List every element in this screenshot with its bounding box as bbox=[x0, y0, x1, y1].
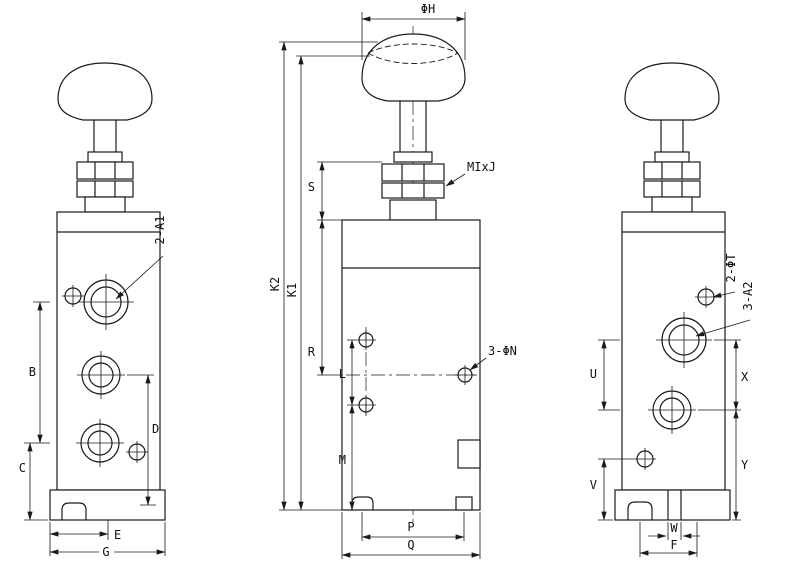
dim-label-B: B bbox=[29, 365, 36, 379]
stem-shoulder bbox=[654, 151, 690, 163]
hex-nut bbox=[643, 180, 701, 198]
collar bbox=[389, 199, 437, 221]
dim-label-Q: Q bbox=[407, 538, 414, 552]
port-bottom bbox=[76, 419, 124, 467]
stem-shoulder bbox=[87, 151, 123, 163]
dim-label-phi-H: ΦH bbox=[421, 2, 435, 16]
dim-label-S: S bbox=[308, 180, 315, 194]
left-view: 2-A1 B C D E G bbox=[19, 62, 167, 559]
dim-label-D: D bbox=[152, 422, 159, 436]
mount-hole bbox=[356, 395, 376, 415]
callout-label-3-phi-N: 3-ΦN bbox=[488, 344, 517, 358]
base-notch bbox=[61, 502, 87, 520]
hole-top-left bbox=[62, 285, 84, 307]
stem-shoulder bbox=[393, 151, 433, 163]
callout-label-2-phi-T: 2-ΦT bbox=[724, 254, 738, 283]
pilot-hole bbox=[455, 365, 475, 385]
hex-nut bbox=[381, 182, 445, 199]
dim-label-V: V bbox=[590, 478, 597, 492]
hole-bottom-right bbox=[126, 441, 148, 463]
port-top bbox=[78, 274, 134, 330]
dim-label-K2: K2 bbox=[268, 277, 282, 291]
dim-label-E: E bbox=[114, 528, 121, 542]
dim-label-P: P bbox=[407, 520, 414, 534]
hex-nut bbox=[643, 161, 701, 180]
right-view-dimensions: 2-ΦT 3-A2 U V X Y W F bbox=[590, 254, 755, 557]
front-view-outline bbox=[341, 26, 481, 524]
dim-label-K1: K1 bbox=[285, 283, 299, 297]
stem bbox=[93, 120, 117, 152]
collar bbox=[651, 196, 693, 213]
knob bbox=[361, 33, 466, 102]
front-view-dimensions: ΦH MIxJ K2 K1 S R L M P Q 3-ΦN bbox=[268, 2, 517, 559]
dim-label-R: R bbox=[308, 345, 316, 359]
dim-label-W: W bbox=[670, 521, 678, 535]
stem bbox=[660, 120, 684, 152]
hex-nut bbox=[76, 161, 134, 180]
left-view-dimensions: 2-A1 B C D E G bbox=[19, 216, 167, 559]
stem bbox=[399, 101, 427, 152]
side-block bbox=[457, 439, 481, 469]
port-top bbox=[656, 312, 712, 368]
port-middle bbox=[77, 351, 125, 399]
dim-label-F: F bbox=[670, 538, 677, 552]
front-view: ΦH MIxJ K2 K1 S R L M P Q 3-ΦN bbox=[268, 2, 517, 559]
collar bbox=[84, 196, 126, 213]
mount-hole bbox=[356, 330, 376, 350]
dim-label-L: L bbox=[339, 367, 346, 381]
callout-label-2-A1: 2-A1 bbox=[153, 216, 167, 245]
dim-label-G: G bbox=[102, 545, 109, 559]
base-notch bbox=[627, 501, 653, 520]
base-flange bbox=[614, 489, 731, 521]
dim-label-Y: Y bbox=[741, 458, 749, 472]
callout-label-3-A2: 3-A2 bbox=[741, 282, 755, 311]
dim-label-M: M bbox=[339, 453, 346, 467]
callout-label-MIxJ: MIxJ bbox=[467, 160, 496, 174]
dim-label-X: X bbox=[741, 370, 749, 384]
dim-label-C: C bbox=[19, 461, 26, 475]
right-view: 2-ΦT 3-A2 U V X Y W F bbox=[590, 62, 755, 557]
hex-nut bbox=[381, 163, 445, 182]
hole-bottom-left bbox=[634, 448, 656, 470]
knob-hidden-profile bbox=[367, 43, 459, 64]
dim-label-U: U bbox=[590, 367, 597, 381]
foot-right bbox=[455, 496, 473, 511]
right-view-outline bbox=[614, 62, 731, 521]
knob bbox=[57, 62, 153, 121]
port-middle bbox=[648, 386, 696, 434]
hex-nut bbox=[76, 180, 134, 198]
left-view-outline bbox=[49, 62, 166, 521]
knob bbox=[624, 62, 720, 121]
valve-body bbox=[56, 211, 161, 491]
